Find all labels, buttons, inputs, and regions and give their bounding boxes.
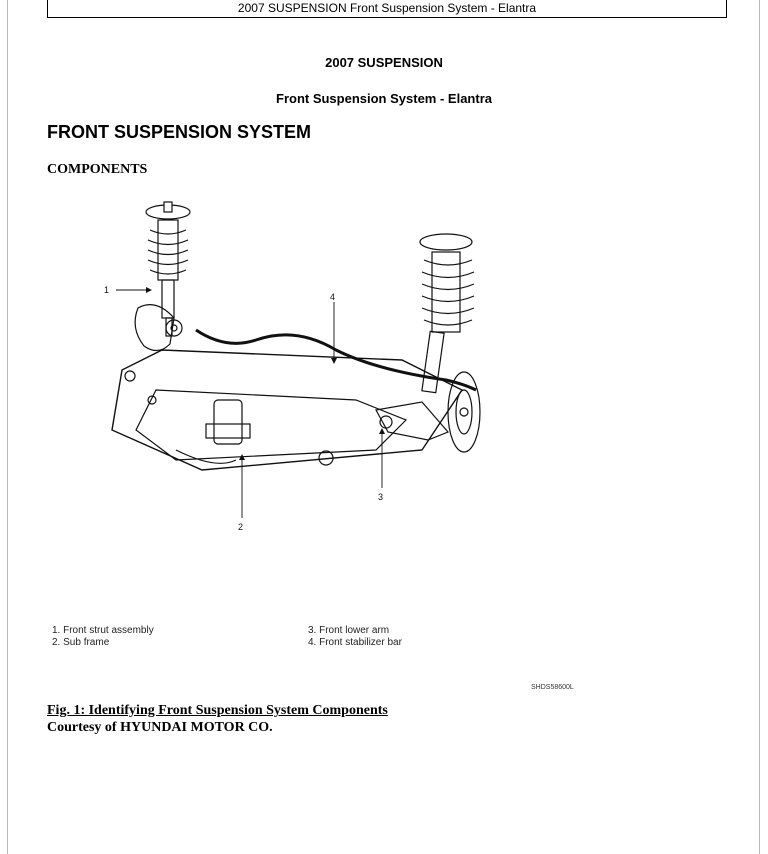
callout-arrowheads (146, 287, 385, 460)
front-lower-arm (375, 401, 450, 441)
callout-4: 4 (330, 292, 335, 302)
sub-frame (111, 349, 464, 471)
subsection-title: COMPONENTS (47, 162, 148, 177)
doc-title: 2007 SUSPENSION (325, 55, 443, 70)
legend-item-2: 2. Sub frame (52, 637, 110, 648)
left-strut (145, 201, 191, 337)
page-frame (7, 0, 760, 854)
callout-2: 2 (238, 522, 243, 532)
section-title: FRONT SUSPENSION SYSTEM (47, 122, 312, 142)
legend-item-3: 3. Front lower arm (308, 625, 390, 636)
suspension-figure: 1 2 3 4 (46, 190, 626, 700)
callout-1: 1 (104, 285, 109, 295)
right-knuckle (447, 371, 481, 453)
suspension-illustration: 1 2 3 4 (104, 201, 481, 532)
legend-left: 1. Front strut assembly 2. Sub frame (52, 625, 154, 649)
stabilizer-bar (195, 328, 477, 392)
doc-subtitle: Front Suspension System - Elantra (276, 91, 492, 106)
legend-item-4: 4. Front stabilizer bar (308, 637, 402, 648)
callout-3: 3 (378, 492, 383, 502)
legend-item-1: 1. Front strut assembly (52, 625, 154, 636)
callout-leaders (116, 289, 383, 518)
figure-caption: Fig. 1: Identifying Front Suspension Sys… (47, 703, 388, 718)
legend-right: 3. Front lower arm 4. Front stabilizer b… (308, 625, 402, 649)
figure-code: SHDS58600L (531, 684, 574, 691)
running-header: 2007 SUSPENSION Front Suspension System … (47, 0, 727, 18)
figure-courtesy: Courtesy of HYUNDAI MOTOR CO. (47, 720, 273, 735)
left-knuckle (134, 304, 183, 352)
right-strut (419, 233, 475, 394)
